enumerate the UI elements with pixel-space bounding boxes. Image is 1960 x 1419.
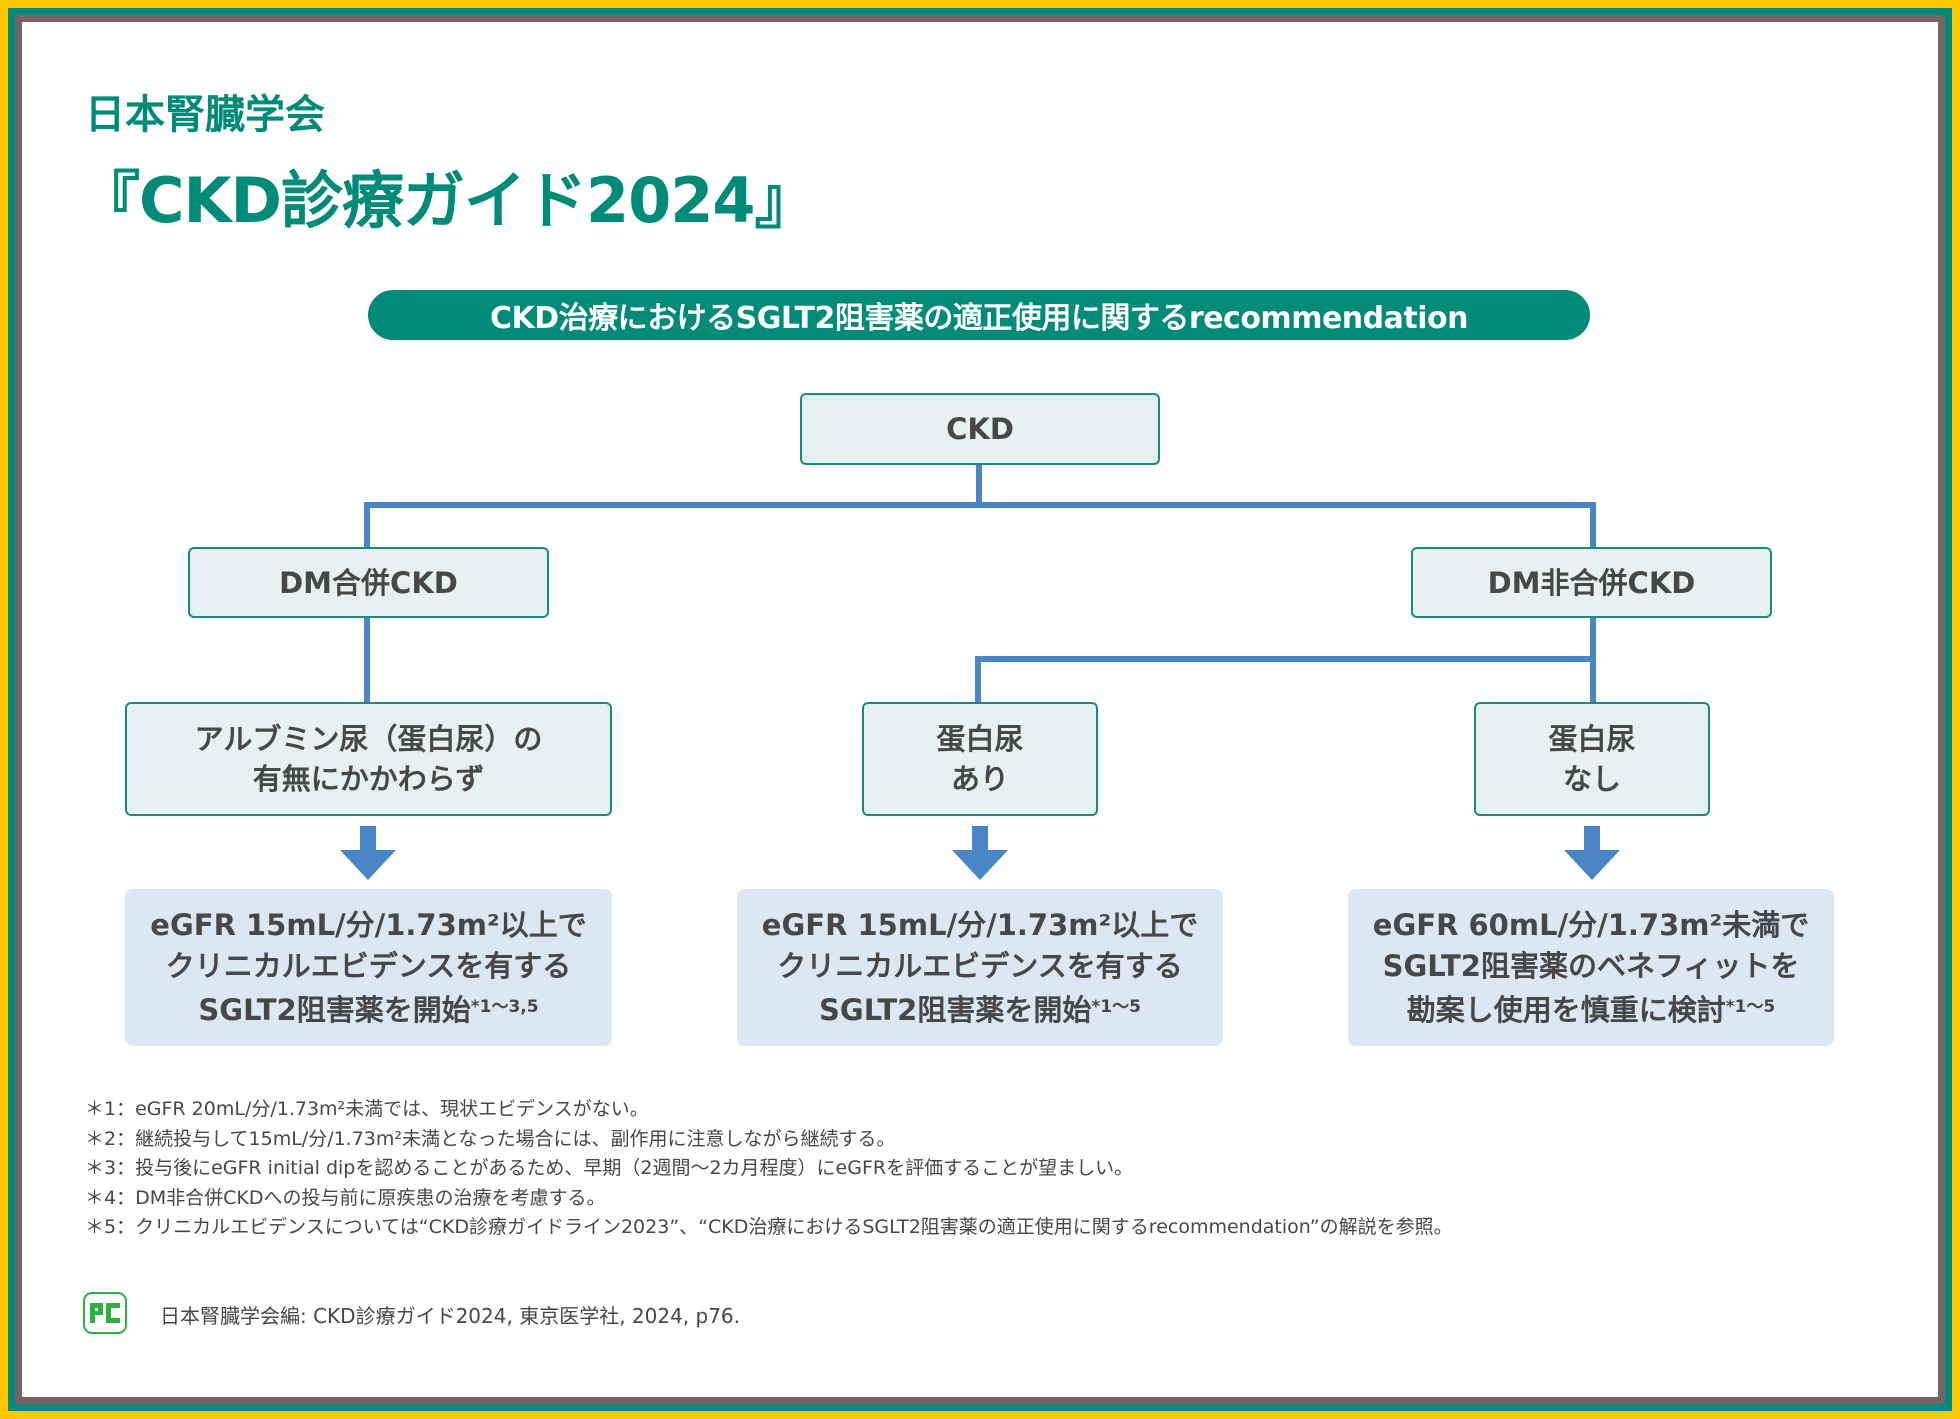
result-dm-line2: クリニカルエビデンスを有する — [165, 948, 572, 983]
result-no-line1: eGFR 60mL/分/1.73m²未満で — [1372, 907, 1810, 942]
node-albuminuria-line2: 有無にかかわらず — [252, 762, 485, 796]
arrow-down-icon — [1564, 826, 1620, 880]
citation: 日本腎臓学会編: CKD診療ガイド2024, 東京医学社, 2024, p76. — [160, 1304, 741, 1328]
node-dm-ckd-label: DM合併CKD — [279, 565, 458, 600]
node-proteinuria-no-line2: なし — [1562, 762, 1621, 796]
publisher-logo-icon — [83, 1292, 127, 1334]
connector-left-down — [364, 502, 370, 549]
result-dm-line3: SGLT2阻害薬を開始 — [198, 992, 471, 1027]
result-no-line3: 勘案し使用を慎重に検討 — [1406, 992, 1726, 1027]
result-proteinuria-no: eGFR 60mL/分/1.73m²未満で SGLT2阻害薬のベネフィットを 勘… — [1348, 889, 1834, 1046]
node-albuminuria-any: アルブミン尿（蛋白尿）の 有無にかかわらず — [125, 702, 612, 816]
result-yes-line1: eGFR 15mL/分/1.73m²以上で — [761, 907, 1199, 942]
node-albuminuria-line1: アルブミン尿（蛋白尿）の — [194, 722, 543, 756]
footnote-2: ＊2：継続投与して15mL/分/1.73m²未満となった場合には、副作用に注意し… — [85, 1127, 896, 1150]
result-dm: eGFR 15mL/分/1.73m²以上で クリニカルエビデンスを有する SGL… — [125, 889, 612, 1046]
result-yes-footnote-ref: *1〜5 — [1091, 996, 1141, 1017]
result-no-footnote-ref: *1〜5 — [1725, 996, 1776, 1017]
result-no-line2: SGLT2阻害薬のベネフィットを — [1382, 948, 1800, 983]
result-yes-line2: クリニカルエビデンスを有する — [777, 948, 1183, 983]
result-proteinuria-yes: eGFR 15mL/分/1.73m²以上で クリニカルエビデンスを有する SGL… — [737, 889, 1223, 1046]
node-ckd: CKD — [800, 393, 1160, 465]
connector-dm-down — [364, 617, 370, 704]
footnote-3: ＊3：投与後にeGFR initial dipを認めることがあるため、早期（2週… — [85, 1157, 1134, 1179]
arrow-down-icon — [952, 826, 1008, 880]
node-proteinuria-no: 蛋白尿 なし — [1474, 702, 1710, 816]
connector-nondm-horizontal — [975, 656, 1596, 662]
organization-name: 日本腎臓学会 — [85, 92, 325, 138]
result-dm-line1: eGFR 15mL/分/1.73m²以上で — [150, 907, 587, 942]
connector-proteinuria-yes-down — [975, 656, 981, 704]
footnote-5: ＊5：クリニカルエビデンスについては“CKD診療ガイドライン2023”、“CKD… — [85, 1216, 1453, 1238]
arrow-down-icon — [340, 826, 396, 880]
page-title: 『CKD診療ガイド2024』 — [78, 164, 817, 237]
node-ckd-label: CKD — [946, 412, 1014, 446]
result-dm-footnote-ref: *1〜3,5 — [470, 996, 539, 1017]
connector-root-down — [976, 464, 982, 508]
node-proteinuria-no-line1: 蛋白尿 — [1548, 722, 1636, 756]
footnote-4: ＊4：DM非合併CKDへの投与前に原疾患の治療を考慮する。 — [85, 1186, 606, 1209]
node-proteinuria-yes-line1: 蛋白尿 — [936, 722, 1024, 756]
connector-top-horizontal — [364, 502, 1596, 508]
node-proteinuria-yes: 蛋白尿 あり — [862, 702, 1098, 816]
connector-right-down — [1590, 502, 1596, 549]
recommendation-banner: CKD治療におけるSGLT2阻害薬の適正使用に関するrecommendation — [368, 290, 1590, 340]
footnotes: ＊1：eGFR 20mL/分/1.73m²未満では、現状エビデンスがない。 ＊2… — [85, 1095, 1453, 1243]
node-non-dm-ckd-label: DM非合併CKD — [1487, 565, 1696, 600]
node-non-dm-ckd: DM非合併CKD — [1411, 547, 1772, 618]
node-proteinuria-yes-line2: あり — [950, 762, 1009, 796]
result-yes-line3: SGLT2阻害薬を開始 — [819, 992, 1092, 1027]
node-dm-ckd: DM合併CKD — [188, 547, 549, 618]
footnote-1: ＊1：eGFR 20mL/分/1.73m²未満では、現状エビデンスがない。 — [85, 1098, 649, 1120]
